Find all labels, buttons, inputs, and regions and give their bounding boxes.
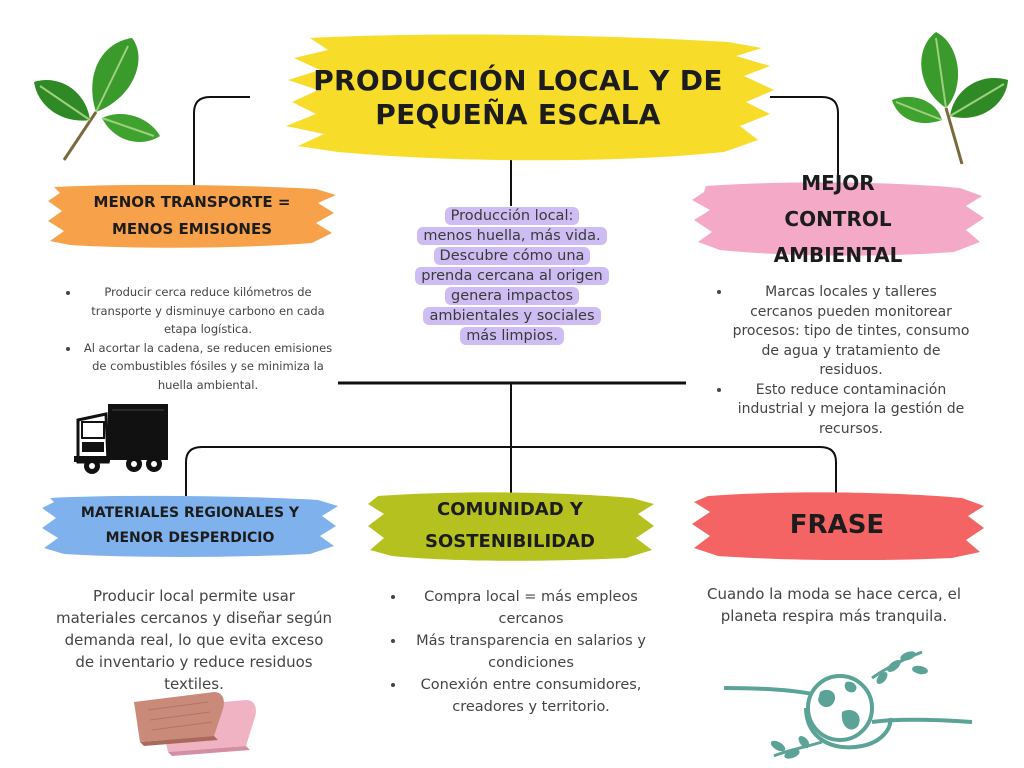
environment-bullets: Marcas locales y talleres cercanos puede… [718,283,970,439]
list-item: Conexión entre consumidores, creadores y… [406,674,656,718]
leaf-icon [892,32,1008,165]
list-item: Esto reduce contaminación industrial y m… [732,381,970,440]
folded-fabric-icon [134,692,256,756]
list-item: Producir cerca reduce kilómetros de tran… [80,283,336,339]
transport-heading: MENOR TRANSPORTE = MENOS EMISIONES [93,193,291,238]
materials-text: Producir local permite usar materiales c… [55,587,333,693]
materials-brush: MATERIALES REGIONALES Y MENOR DESPERDICI… [40,494,340,558]
quote-brush: FRASE [688,490,986,560]
truck-icon [74,404,168,474]
community-bullets: Compra local = más empleos cercanos Más … [390,586,656,718]
center-line-2: menos huella, más vida. [417,227,607,245]
community-heading: COMUNIDAD Y SOSTENIBILIDAD [425,499,595,552]
materials-heading: MATERIALES REGIONALES Y MENOR DESPERDICI… [80,505,300,546]
community-brush: COMUNIDAD Y SOSTENIBILIDAD [364,490,656,562]
environment-heading: MEJOR CONTROL AMBIENTAL [773,171,903,267]
leaf-icon [34,38,160,161]
list-item: Al acortar la cadena, se reducen emision… [80,339,336,395]
environment-brush: MEJOR CONTROL AMBIENTAL [690,171,986,267]
center-line-1: Producción local: [444,207,580,225]
quote-text: Cuando la moda se hace cerca, el planeta… [707,585,961,625]
quote-heading: FRASE [789,510,885,540]
transport-brush: MENOR TRANSPORTE = MENOS EMISIONES [46,183,338,249]
list-item: Compra local = más empleos cercanos [406,586,656,630]
list-item: Marcas locales y talleres cercanos puede… [732,283,970,381]
center-body: Descubre cómo una prenda cercana al orig… [415,247,609,345]
page-title: PRODUCCIÓN LOCAL Y DE PEQUEÑA ESCALA [313,63,723,131]
center-intro: Producción local: menos huella, más vida… [412,206,612,346]
title-brush: PRODUCCIÓN LOCAL Y DE PEQUEÑA ESCALA [258,30,778,165]
list-item: Más transparencia en salarios y condicio… [406,630,656,674]
transport-bullets: Producir cerca reduce kilómetros de tran… [66,283,336,394]
globe-leaves-icon [723,650,973,759]
